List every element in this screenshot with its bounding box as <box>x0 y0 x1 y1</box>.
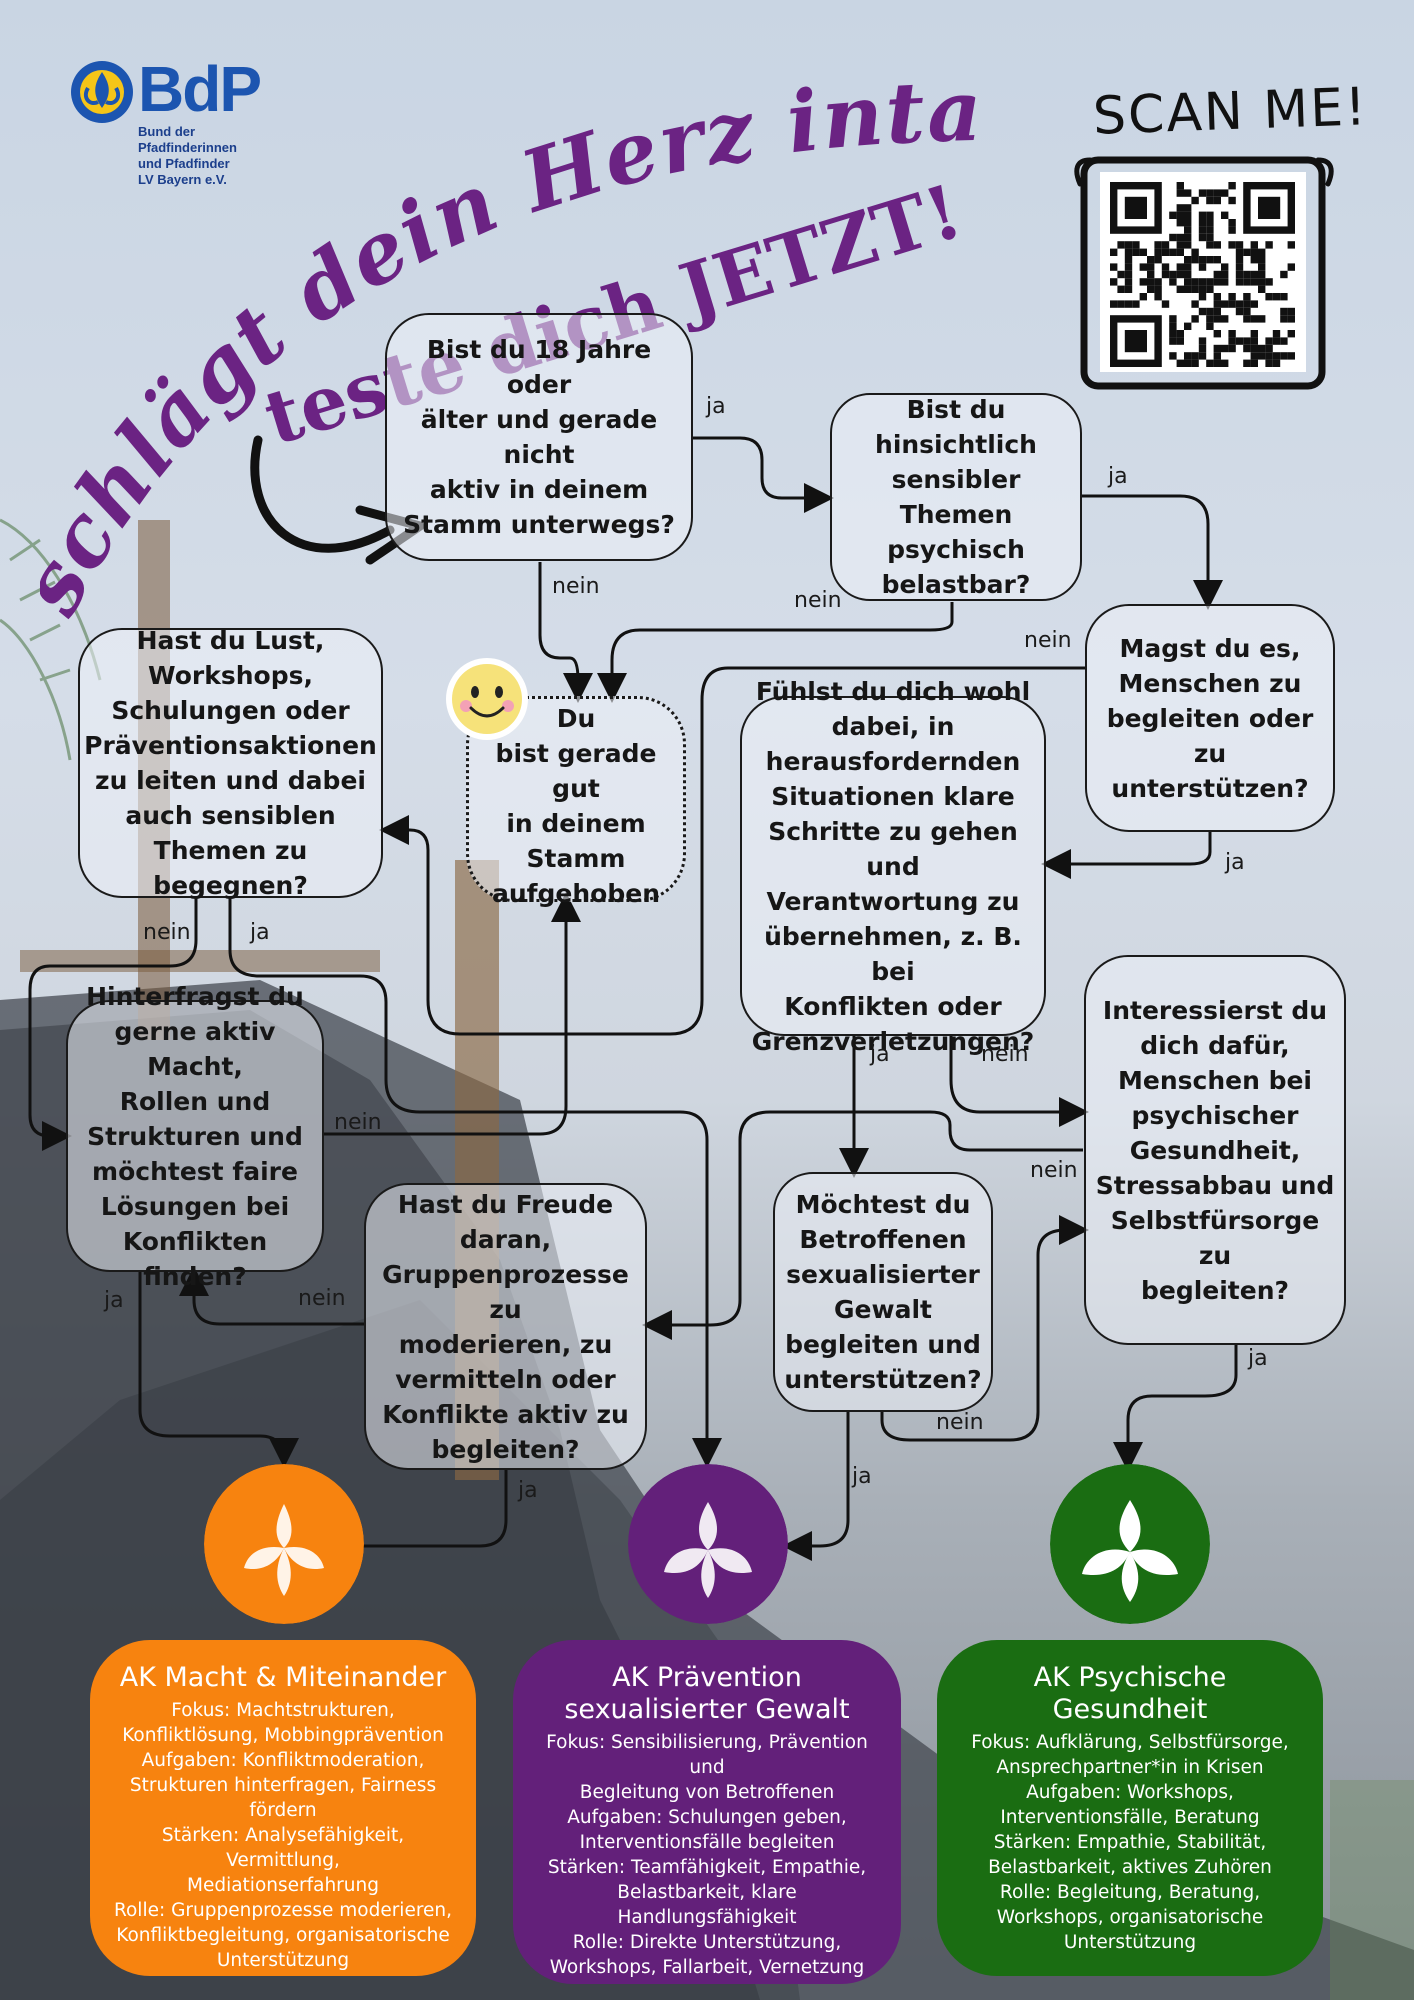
card-ak-macht: AK Macht & Miteinander Fokus: Machtstruk… <box>90 1640 476 1976</box>
label-q2-no: nein <box>794 588 842 613</box>
edge-q2-yes <box>1082 494 1223 610</box>
label-q3-yes: ja <box>1225 850 1245 875</box>
label-q1-no: nein <box>552 574 600 599</box>
edge-q9-no <box>880 1215 1089 1442</box>
qr-code[interactable] <box>1070 150 1338 390</box>
edge-q4-yes <box>228 898 722 1468</box>
label-q8-yes: ja <box>518 1478 538 1503</box>
card-ak-praevention-title: AK Prävention sexualisierter Gewalt <box>564 1662 850 1725</box>
label-q7-no: nein <box>334 1110 382 1135</box>
card-ak-praevention: AK Prävention sexualisierter Gewalt Foku… <box>513 1640 901 1984</box>
label-q3-no: nein <box>1024 628 1072 653</box>
label-q1-yes: ja <box>706 394 726 419</box>
label-q4-yes: ja <box>250 920 270 945</box>
edge-q7-no <box>324 892 581 1136</box>
edge-q7-yes <box>138 1272 299 1468</box>
flower-icon-green <box>1050 1464 1210 1624</box>
edge-q9-yes <box>782 1412 850 1561</box>
edge-q8-no <box>179 1266 366 1326</box>
label-q5-no: nein <box>981 1042 1029 1067</box>
logo-name: BdP <box>138 53 262 125</box>
edge-q8-yes <box>332 1470 508 1561</box>
edge-q1-yes <box>693 436 834 513</box>
edge-q4-no <box>28 898 198 1151</box>
logo-subtitle: Bund der Pfadfinderinnen und Pfadfinder … <box>138 124 237 187</box>
label-q2-yes: ja <box>1108 464 1128 489</box>
label-q6-yes: ja <box>1248 1346 1268 1371</box>
hill-right <box>1330 1780 1414 2000</box>
edge-q2-no <box>597 602 954 703</box>
label-q7-yes: ja <box>104 1288 124 1313</box>
edge-q5-no <box>949 1036 1089 1127</box>
label-q6-no: nein <box>1030 1158 1078 1183</box>
card-ak-psychisch: AK Psychische Gesundheit Fokus: Aufkläru… <box>937 1640 1323 1976</box>
label-q5-yes: ja <box>870 1042 890 1067</box>
flower-icon-purple <box>628 1464 788 1624</box>
label-q9-yes: ja <box>852 1464 872 1489</box>
flower-icon-orange <box>204 1464 364 1624</box>
smiley-icon <box>446 658 528 740</box>
label-q9-no: nein <box>936 1410 984 1435</box>
card-ak-psychisch-title: AK Psychische Gesundheit <box>1033 1662 1227 1725</box>
label-q4-no: nein <box>143 920 191 945</box>
label-q8-no: nein <box>298 1286 346 1311</box>
edge-q6-yes <box>1113 1345 1238 1472</box>
bdp-lily-logo-icon <box>71 61 133 123</box>
card-ak-macht-title: AK Macht & Miteinander <box>119 1662 447 1693</box>
edge-q3-yes <box>1041 832 1212 879</box>
edge-q1-no <box>538 562 593 703</box>
edge-q6-no <box>642 1110 1083 1340</box>
